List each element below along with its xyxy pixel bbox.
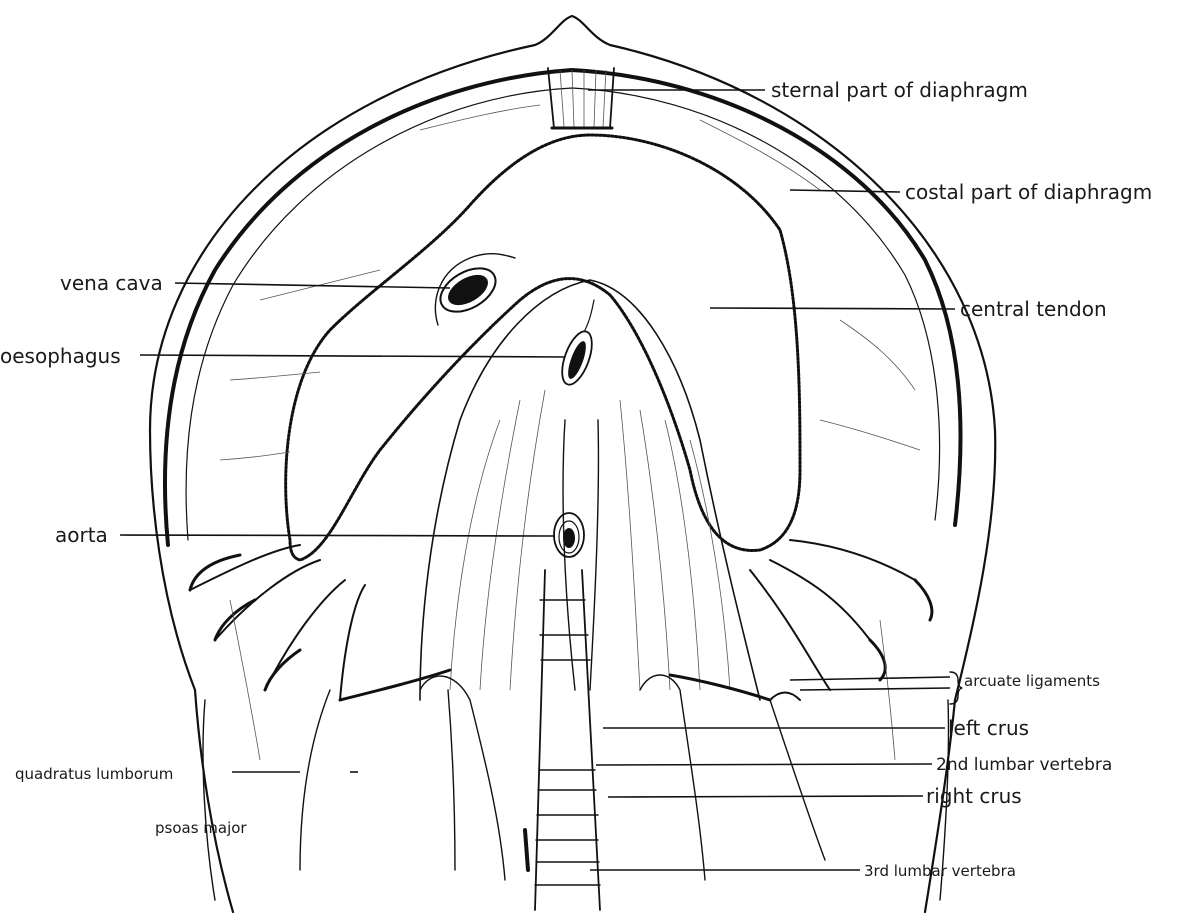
label-left-crus: left crus	[948, 716, 1029, 740]
crura	[420, 280, 760, 700]
leader-lines	[120, 90, 955, 870]
left-arcuate-lobes	[190, 545, 450, 700]
label-quadratus-lumborum: quadratus lumborum	[15, 765, 173, 783]
tendon-fibres	[220, 105, 920, 460]
vertebral-column	[525, 570, 600, 910]
label-arcuate-ligaments: arcuate ligaments	[964, 672, 1100, 690]
lower-muscles	[230, 600, 895, 880]
label-2nd-lumbar-vertebra: 2nd lumbar vertebra	[936, 755, 1112, 775]
label-3rd-lumbar-vertebra: 3rd lumbar vertebra	[864, 862, 1016, 880]
label-psoas-major: psoas major	[155, 819, 247, 837]
aorta-opening	[554, 513, 584, 557]
label-oesophagus: oesophagus	[0, 344, 121, 368]
label-vena-cava: vena cava	[60, 271, 163, 295]
label-right-crus: right crus	[926, 784, 1022, 808]
label-costal-part: costal part of diaphragm	[905, 180, 1152, 204]
oesophagus-opening	[556, 300, 598, 388]
central-tendon-outline	[286, 135, 800, 560]
label-aorta: aorta	[55, 523, 108, 547]
right-arcuate-lobes	[670, 540, 932, 700]
sternal-part-muscle	[548, 68, 614, 128]
label-sternal-part: sternal part of diaphragm	[771, 78, 1028, 102]
label-central-tendon: central tendon	[960, 297, 1107, 321]
body-wall-outline	[150, 16, 995, 912]
